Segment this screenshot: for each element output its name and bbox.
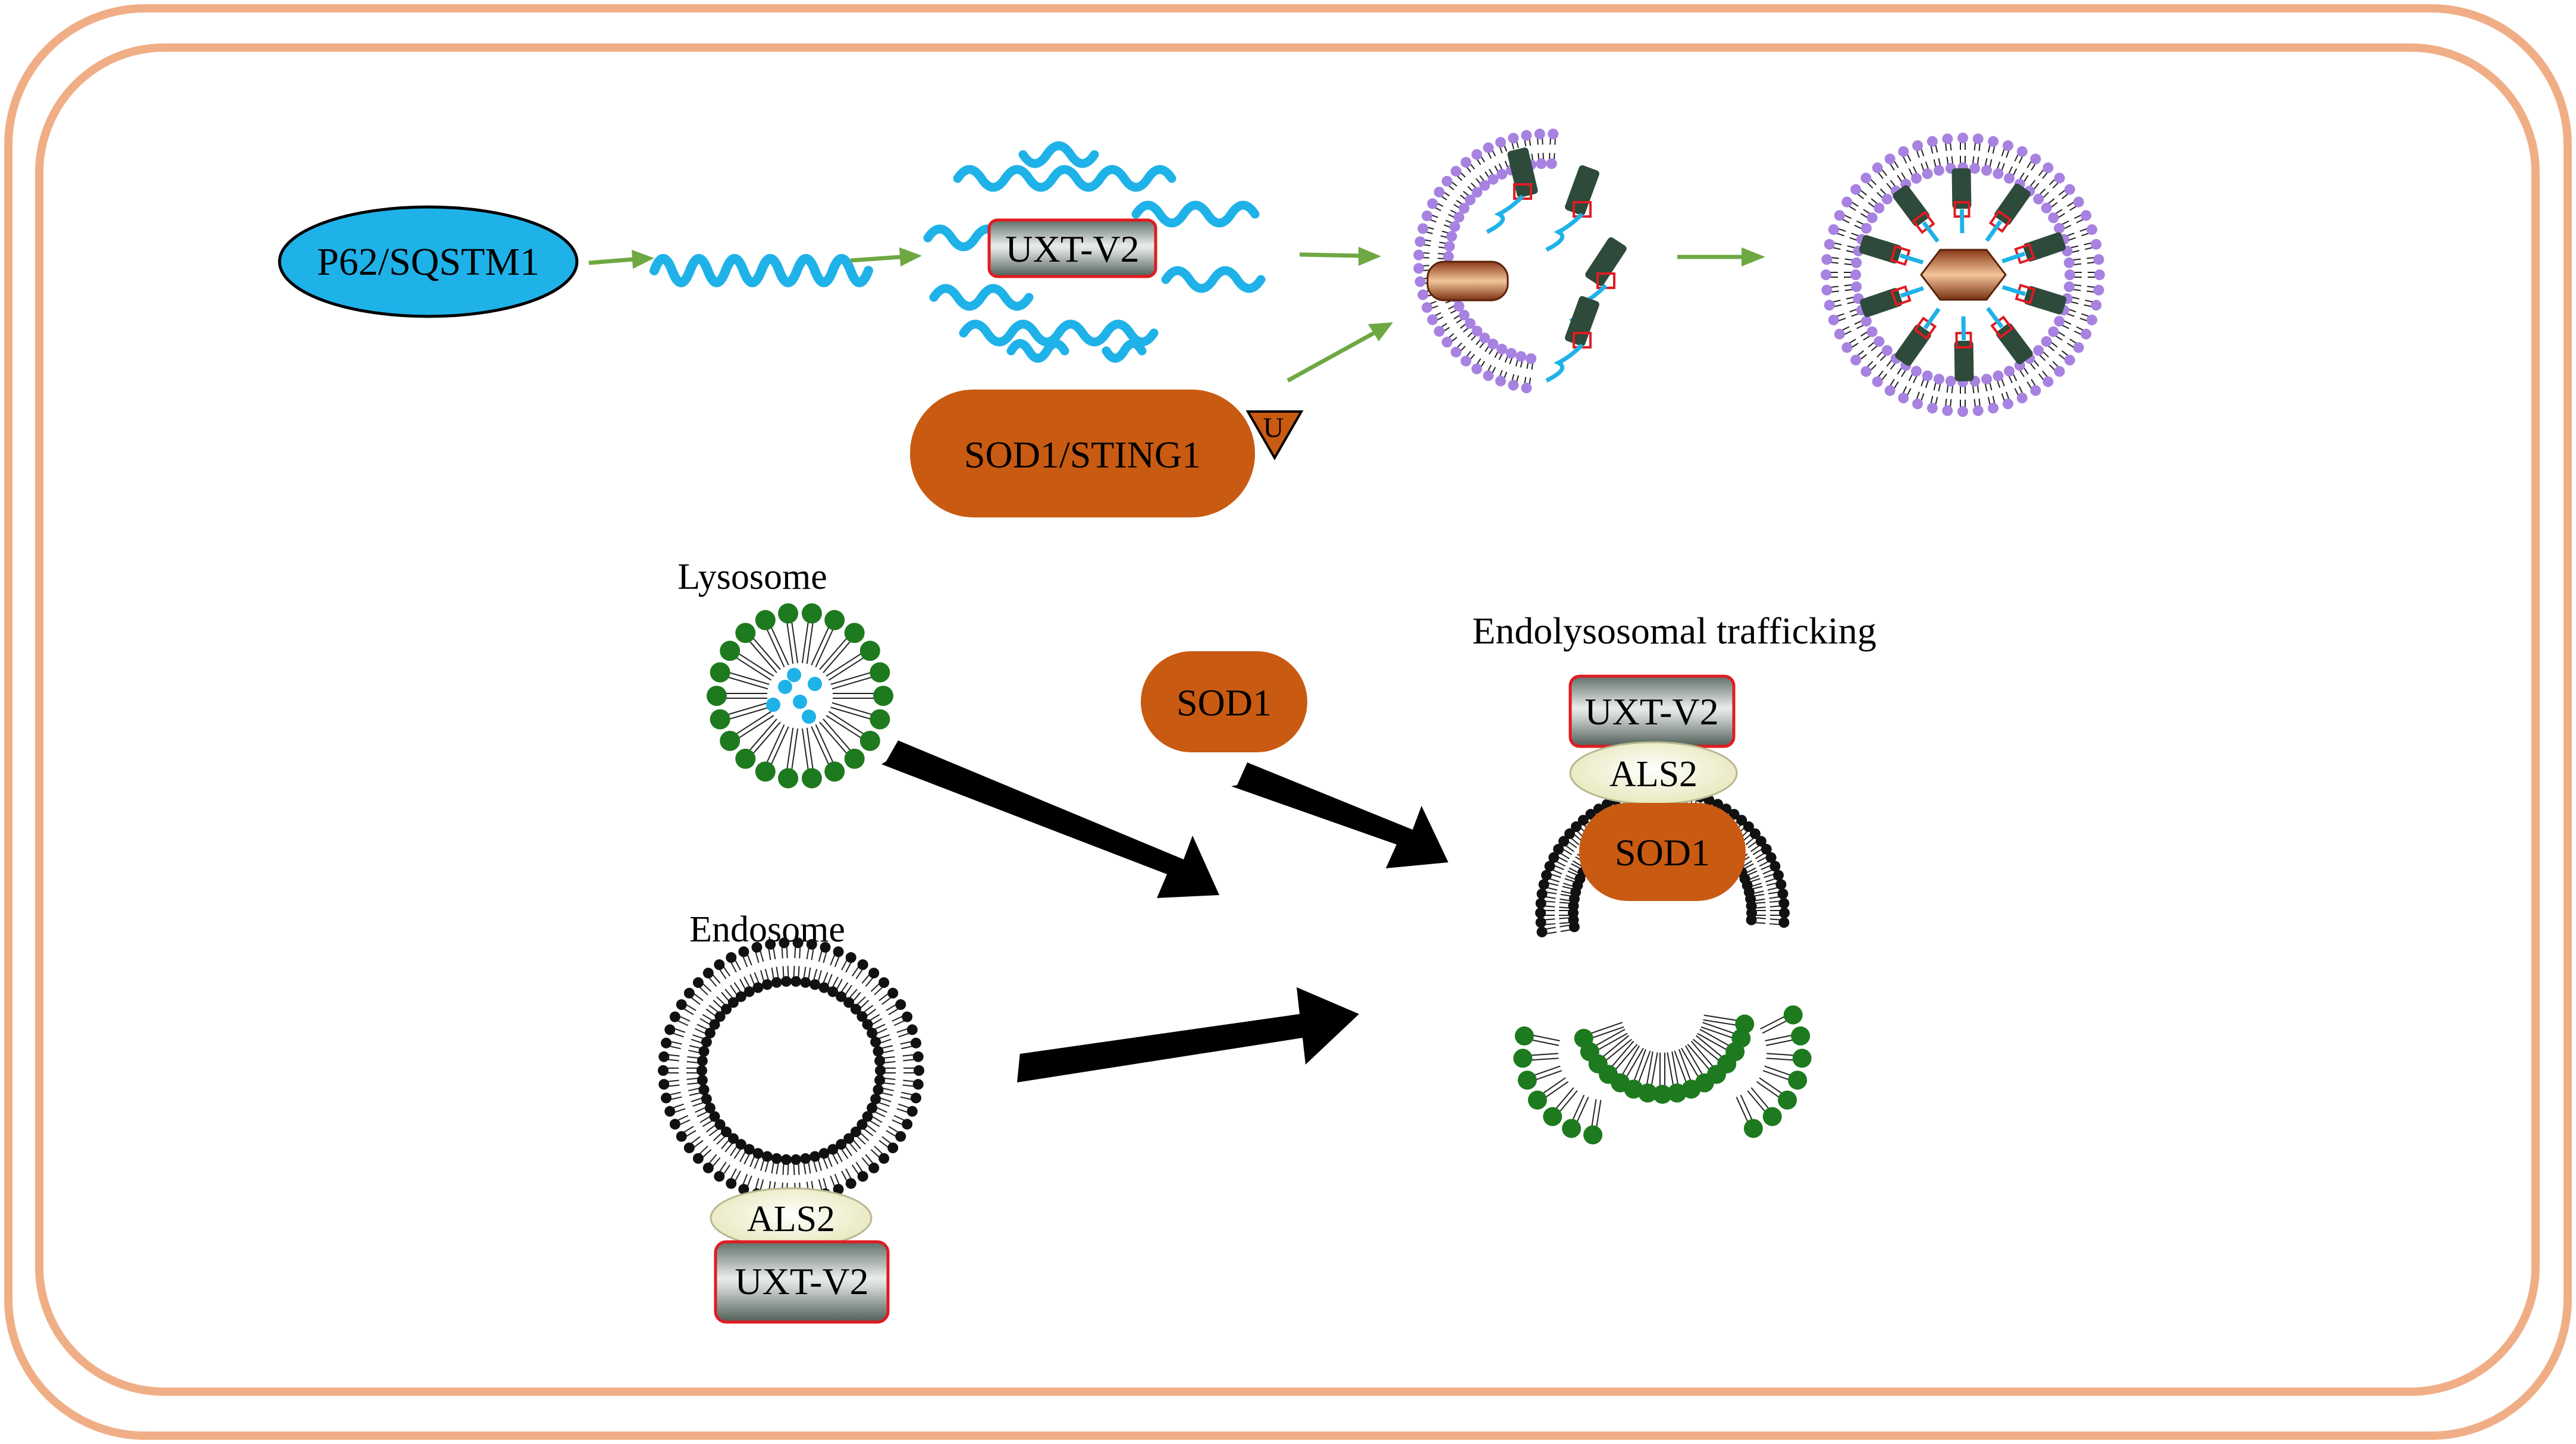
als2-label-bottom: ALS2 — [747, 1199, 835, 1239]
endosome-vesicle-icon — [658, 937, 924, 1204]
sod1-right-label: SOD1 — [1615, 831, 1710, 874]
als2-label-right: ALS2 — [1609, 754, 1698, 795]
lysosome-vesicle-icon — [707, 603, 893, 789]
sod1-free-label: SOD1 — [1176, 682, 1272, 724]
uxt-v2-label-bottom: UXT-V2 — [735, 1260, 868, 1302]
black-arrow-sod1 — [1231, 762, 1448, 868]
p62-label: P62/SQSTM1 — [317, 240, 539, 284]
p62-node — [278, 205, 579, 318]
green-arrow-sod1-to-phagophore — [1287, 322, 1393, 383]
green-arrow-helix-to-aggregate — [850, 247, 922, 266]
cell-inner-membrane — [35, 43, 2540, 1396]
p62-aggregate — [923, 141, 1266, 363]
black-arrow-lysosome — [881, 740, 1219, 898]
green-arrow-p62-to-helix — [588, 250, 654, 269]
ubiquitin-label: U — [1263, 412, 1284, 444]
autophagosome-cargo — [1920, 249, 2007, 301]
black-arrow-endosome — [1017, 987, 1359, 1082]
sod1-sting1-node — [910, 390, 1255, 517]
autophagosome-icon — [1821, 133, 2105, 417]
uxt-v2-box-top — [987, 218, 1157, 278]
uxt-v2-label-right: UXT-V2 — [1584, 690, 1718, 733]
green-arrow-phagophore-to-autophagosome — [1677, 247, 1765, 266]
ubiquitin-icon — [1245, 410, 1304, 461]
helix-icon — [650, 254, 873, 287]
sod1-right-node — [1579, 803, 1746, 901]
cell-outer-membrane — [4, 4, 2572, 1440]
sod1-free-node — [1141, 651, 1307, 752]
endolysosomal-title: Endolysosomal trafficking — [1472, 610, 1877, 652]
lysosome-label: Lysosome — [677, 557, 827, 597]
uxt-v2-label-top: UXT-V2 — [1005, 228, 1139, 270]
sod1-sting1-label: SOD1/STING1 — [964, 434, 1201, 476]
uxt-v2-box-bottom — [714, 1240, 890, 1324]
green-arrow-aggregate-to-phagophore — [1299, 247, 1381, 266]
phagophore-cargo — [1426, 260, 1509, 302]
